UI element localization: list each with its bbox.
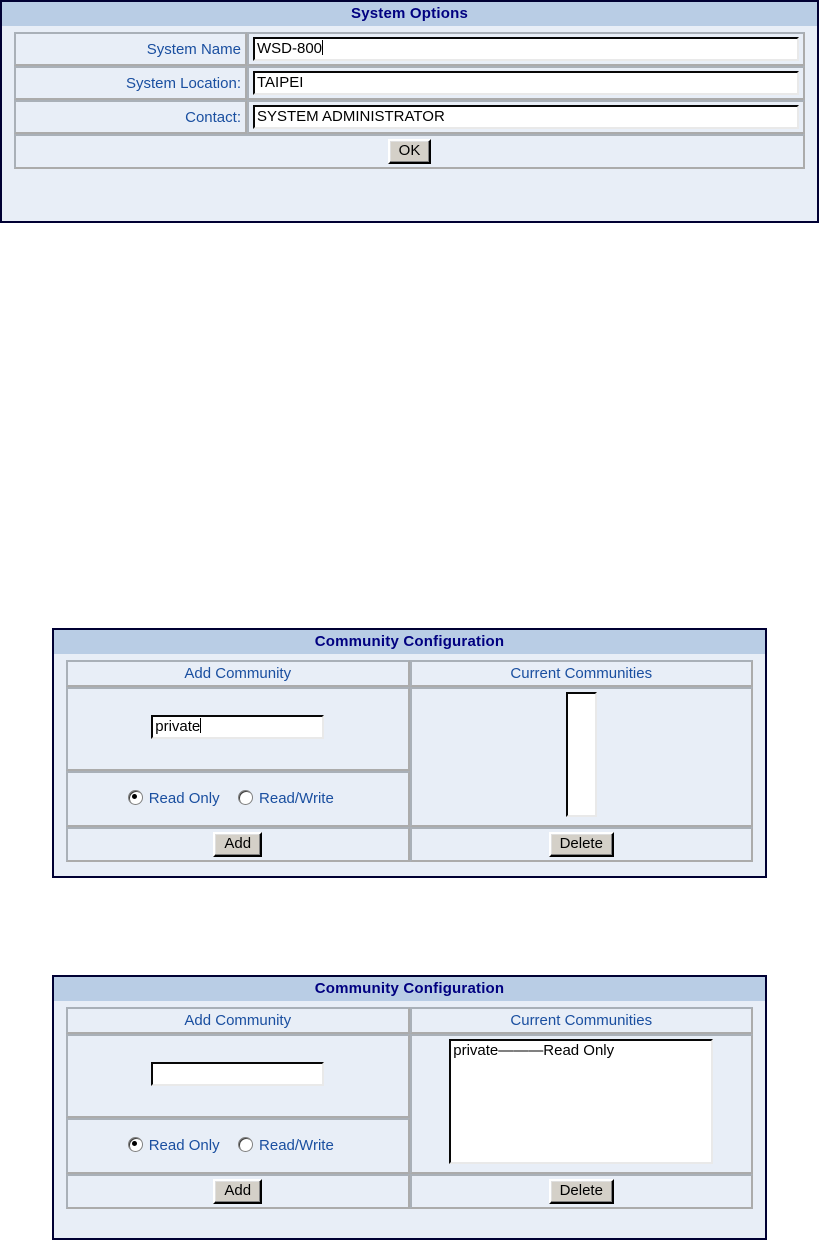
community-name-input[interactable]: private <box>151 714 325 739</box>
column-header-current-communities: Current Communities <box>409 660 753 687</box>
system-location-input[interactable]: TAIPEI <box>253 71 799 95</box>
label-contact: Contact: <box>14 100 247 134</box>
cell-ok-button: OK <box>14 134 805 169</box>
cell-contact-input: SYSTEM ADMINISTRATOR <box>247 100 805 134</box>
table-row: Add Community Current Communities <box>66 1007 753 1034</box>
text-caret <box>322 40 324 55</box>
radio-button-icon <box>127 1137 143 1153</box>
community-configuration-table: Add Community Current Communities privat… <box>66 1007 753 1209</box>
cell-add-button: Add <box>66 827 410 862</box>
label-system-name: System Name <box>14 32 247 66</box>
table-row: Add Delete <box>66 827 753 862</box>
column-header-add-community: Add Community <box>66 660 410 687</box>
radio-button-icon <box>238 790 254 806</box>
table-row: private———Read Only <box>66 1034 753 1174</box>
table-row: Add Community Current Communities <box>66 660 753 687</box>
radio-label-read-only: Read Only <box>148 1137 220 1155</box>
system-options-body: System Name WSD-800 System Location: TAI… <box>2 26 817 179</box>
table-row: Read Only Read/Write <box>66 1118 753 1174</box>
cell-current-communities-list <box>409 687 753 827</box>
system-options-table: System Name WSD-800 System Location: TAI… <box>14 32 805 169</box>
radio-read-write[interactable]: Read/Write <box>238 1137 334 1154</box>
column-header-current-communities: Current Communities <box>409 1007 753 1034</box>
column-header-add-community: Add Community <box>66 1007 410 1034</box>
system-name-input[interactable]: WSD-800 <box>253 37 799 61</box>
label-system-location: System Location: <box>14 66 247 100</box>
contact-input[interactable]: SYSTEM ADMINISTRATOR <box>253 105 799 129</box>
cell-system-name-input: WSD-800 <box>247 32 805 66</box>
radio-read-only[interactable]: Read Only <box>127 1137 220 1155</box>
delete-button[interactable]: Delete <box>548 832 614 857</box>
current-communities-listbox[interactable]: private———Read Only <box>449 1039 714 1164</box>
current-communities-listbox[interactable] <box>565 692 597 817</box>
cell-community-input <box>66 1034 410 1118</box>
community-configuration-panel-before: Community Configuration Add Community Cu… <box>52 628 767 878</box>
add-button[interactable]: Add <box>213 832 263 857</box>
community-configuration-body: Add Community Current Communities privat… <box>54 1001 765 1219</box>
panel-title-system-options: System Options <box>2 2 817 26</box>
radio-label-read-write: Read/Write <box>259 790 334 808</box>
cell-add-button: Add <box>66 1174 410 1209</box>
community-configuration-panel-after: Community Configuration Add Community Cu… <box>52 975 767 1240</box>
cell-system-location-input: TAIPEI <box>247 66 805 100</box>
table-row: Read Only Read/Write <box>66 771 753 827</box>
table-row: private <box>66 687 753 827</box>
cell-delete-button: Delete <box>409 1174 753 1209</box>
panel-title-community-configuration: Community Configuration <box>54 977 765 1001</box>
cell-current-communities-list: private———Read Only <box>409 1034 753 1174</box>
ok-button[interactable]: OK <box>387 139 432 164</box>
cell-delete-button: Delete <box>409 827 753 862</box>
add-button[interactable]: Add <box>213 1179 263 1204</box>
radio-label-read-only: Read Only <box>148 790 220 808</box>
panel-title-community-configuration: Community Configuration <box>54 630 765 654</box>
radio-button-icon <box>238 1137 254 1153</box>
community-configuration-body: Add Community Current Communities privat… <box>54 654 765 872</box>
cell-community-input: private <box>66 687 410 771</box>
table-row: OK <box>14 134 805 169</box>
community-name-input[interactable] <box>151 1061 325 1086</box>
table-row: System Name WSD-800 <box>14 32 805 66</box>
radio-label-read-write: Read/Write <box>259 1137 334 1155</box>
radio-read-write[interactable]: Read/Write <box>238 790 334 807</box>
delete-button[interactable]: Delete <box>548 1179 614 1204</box>
radio-read-only[interactable]: Read Only <box>127 790 220 808</box>
text-caret <box>200 717 202 733</box>
list-item[interactable]: private———Read Only <box>453 1042 615 1059</box>
community-configuration-table: Add Community Current Communities privat… <box>66 660 753 862</box>
system-options-panel: System Options System Name WSD-800 Syste… <box>0 0 819 223</box>
table-row: System Location: TAIPEI <box>14 66 805 100</box>
radio-button-icon <box>127 790 143 806</box>
cell-access-radios: Read Only Read/Write <box>66 771 410 827</box>
table-row: Add Delete <box>66 1174 753 1209</box>
table-row: Contact: SYSTEM ADMINISTRATOR <box>14 100 805 134</box>
cell-access-radios: Read Only Read/Write <box>66 1118 410 1174</box>
